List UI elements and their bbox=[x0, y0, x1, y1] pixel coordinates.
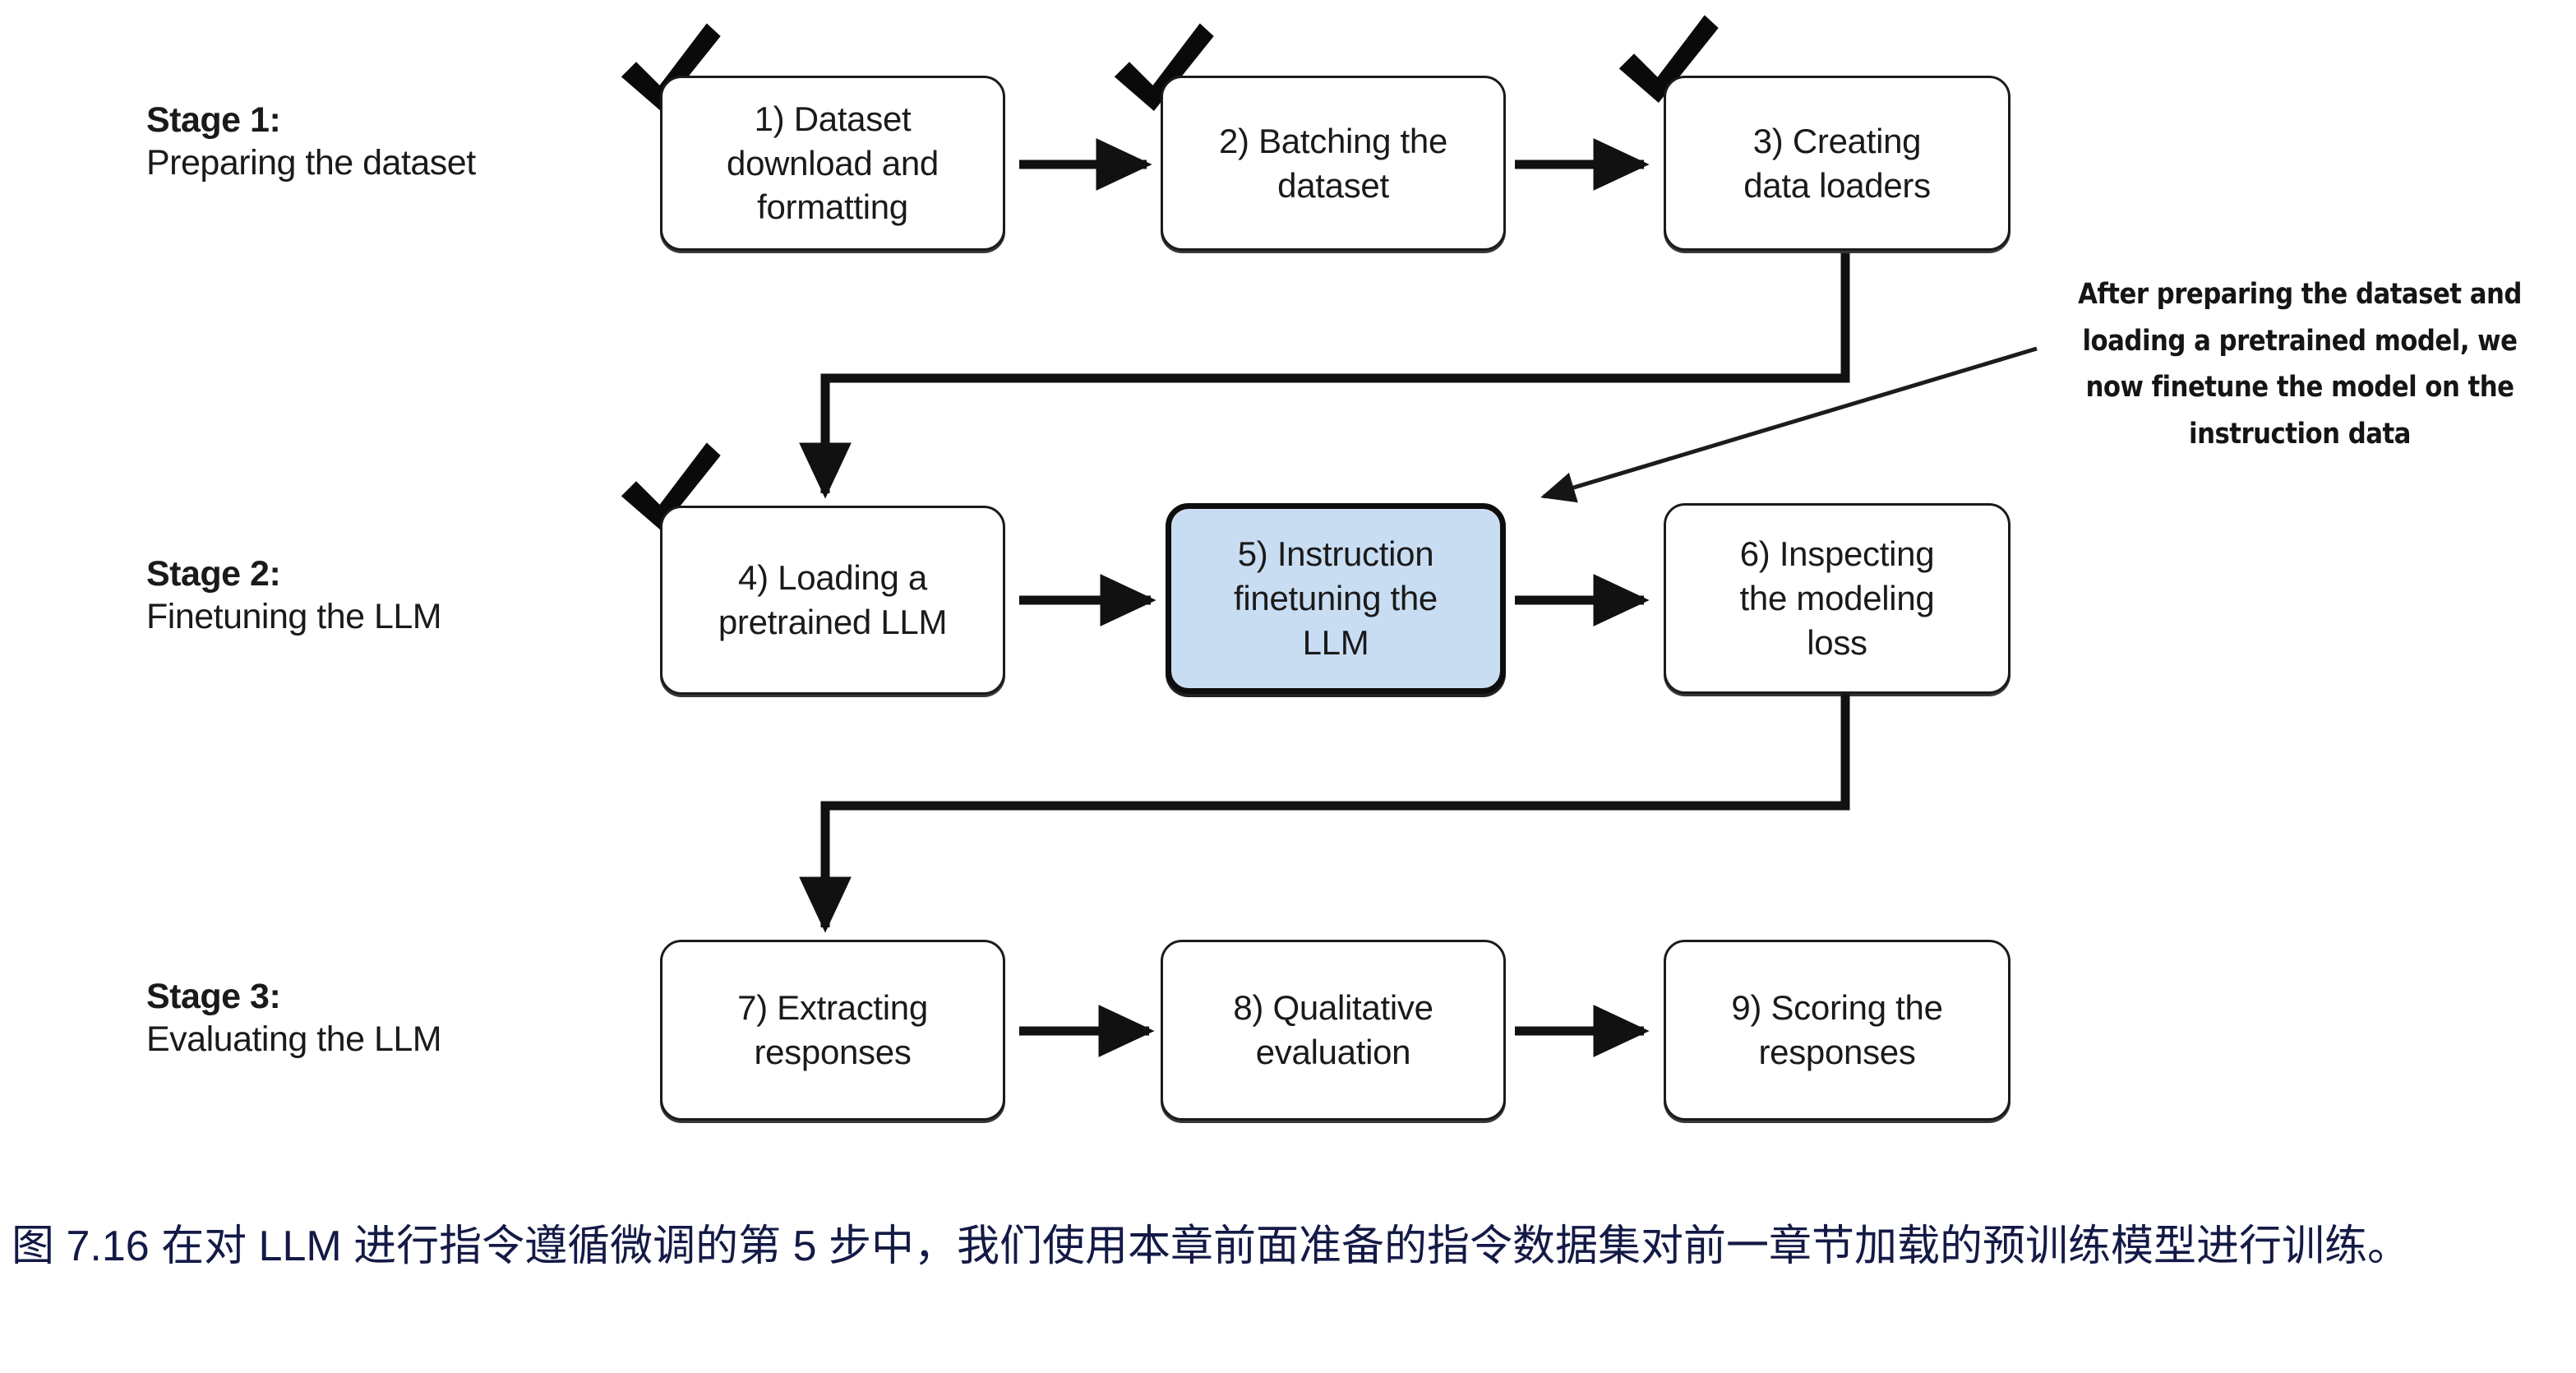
process-node-8-label: 8) Qualitative evaluation bbox=[1233, 988, 1433, 1071]
process-node-5-label: 5) Instruction finetuning the LLM bbox=[1233, 534, 1438, 662]
annotation-note: After preparing the dataset and loading … bbox=[2078, 278, 2522, 451]
connector-stage2-to-stage3 bbox=[799, 691, 1850, 933]
process-node-2[interactable]: 2) Batching the dataset bbox=[1161, 76, 1506, 251]
stage-title: Stage 3: bbox=[146, 977, 281, 1016]
process-node-6-label: 6) Inspecting the modeling loss bbox=[1739, 534, 1935, 662]
stage-label-3: Stage 3: Evaluating the LLM bbox=[146, 975, 442, 1061]
stage-subtitle: Preparing the dataset bbox=[146, 143, 476, 183]
check-icon bbox=[1114, 23, 1214, 111]
check-icon bbox=[621, 23, 721, 111]
stage-label-2: Stage 2: Finetuning the LLM bbox=[146, 552, 442, 639]
process-node-2-label: 2) Batching the dataset bbox=[1218, 121, 1448, 205]
connector-stage1-to-stage2 bbox=[799, 253, 1850, 499]
stage-title: Stage 2: bbox=[146, 554, 281, 594]
annotation-leader-arrow bbox=[1540, 346, 2038, 503]
process-node-9-label: 9) Scoring the responses bbox=[1731, 988, 1943, 1071]
stage-label-1: Stage 1: Preparing the dataset bbox=[146, 99, 476, 185]
process-node-4[interactable]: 4) Loading a pretrained LLM bbox=[660, 506, 1005, 695]
check-icon bbox=[621, 442, 721, 530]
process-node-1-label: 1) Dataset download and formatting bbox=[727, 99, 939, 227]
process-node-9[interactable]: 9) Scoring the responses bbox=[1664, 940, 2010, 1121]
process-node-8[interactable]: 8) Qualitative evaluation bbox=[1161, 940, 1506, 1121]
stage-title: Stage 1: bbox=[146, 100, 281, 140]
process-node-7-label: 7) Extracting responses bbox=[737, 988, 928, 1071]
process-node-6[interactable]: 6) Inspecting the modeling loss bbox=[1664, 503, 2010, 694]
check-icon bbox=[1618, 15, 1719, 103]
stage-subtitle: Evaluating the LLM bbox=[146, 1019, 442, 1060]
process-node-4-label: 4) Loading a pretrained LLM bbox=[718, 558, 948, 641]
process-node-3[interactable]: 3) Creating data loaders bbox=[1664, 76, 2010, 251]
process-node-3-label: 3) Creating data loaders bbox=[1743, 121, 1931, 205]
figure-caption: 图 7.16 在对 LLM 进行指令遵循微调的第 5 步中，我们使用本章前面准备… bbox=[12, 1223, 2410, 1270]
stage-subtitle: Finetuning the LLM bbox=[146, 597, 442, 637]
process-node-1[interactable]: 1) Dataset download and formatting bbox=[660, 76, 1005, 251]
process-node-5[interactable]: 5) Instruction finetuning the LLM bbox=[1166, 503, 1506, 694]
process-node-7[interactable]: 7) Extracting responses bbox=[660, 940, 1005, 1121]
